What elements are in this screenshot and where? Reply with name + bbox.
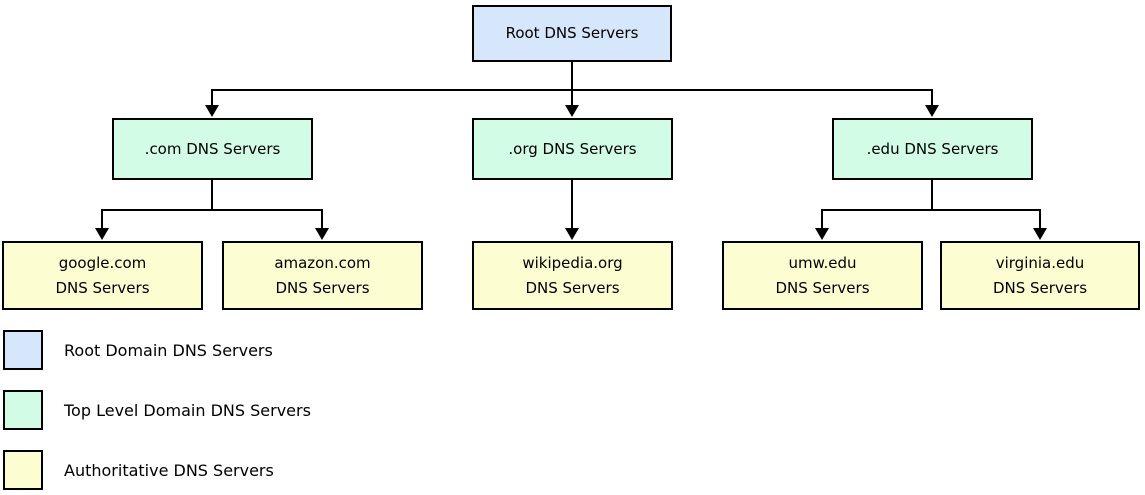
arrowhead-edu [925,105,939,117]
legend-swatch-root-domain [3,330,43,370]
legend-swatch-authoritative [3,450,43,490]
node-wikipedia-dns-servers: wikipedia.org DNS Servers [472,241,673,310]
legend-label-top-level-domain: Top Level Domain DNS Servers [64,400,311,420]
node-com-dns-servers: .com DNS Servers [112,118,313,180]
arrowhead-wikipedia [565,228,579,240]
legend-row-top-level-domain: Top Level Domain DNS Servers [3,390,311,430]
arrowhead-amazon [315,228,329,240]
legend-swatch-top-level-domain [3,390,43,430]
arrowhead-virginia [1033,228,1047,240]
arrowhead-com [205,105,219,117]
node-org-dns-servers: .org DNS Servers [472,118,673,180]
legend-row-authoritative: Authoritative DNS Servers [3,450,274,490]
legend-label-root-domain: Root Domain DNS Servers [64,340,273,360]
arrowhead-org [565,105,579,117]
node-edu-dns-servers: .edu DNS Servers [832,118,1033,180]
arrowhead-google [95,228,109,240]
legend-row-root-domain: Root Domain DNS Servers [3,330,273,370]
node-root-dns-servers: Root DNS Servers [472,5,672,62]
legend-label-authoritative: Authoritative DNS Servers [64,460,274,480]
node-virginia-dns-servers: virginia.edu DNS Servers [940,241,1140,310]
node-google-dns-servers: google.com DNS Servers [2,241,203,310]
node-umw-dns-servers: umw.edu DNS Servers [722,241,923,310]
arrowhead-umw [815,228,829,240]
node-amazon-dns-servers: amazon.com DNS Servers [222,241,423,310]
